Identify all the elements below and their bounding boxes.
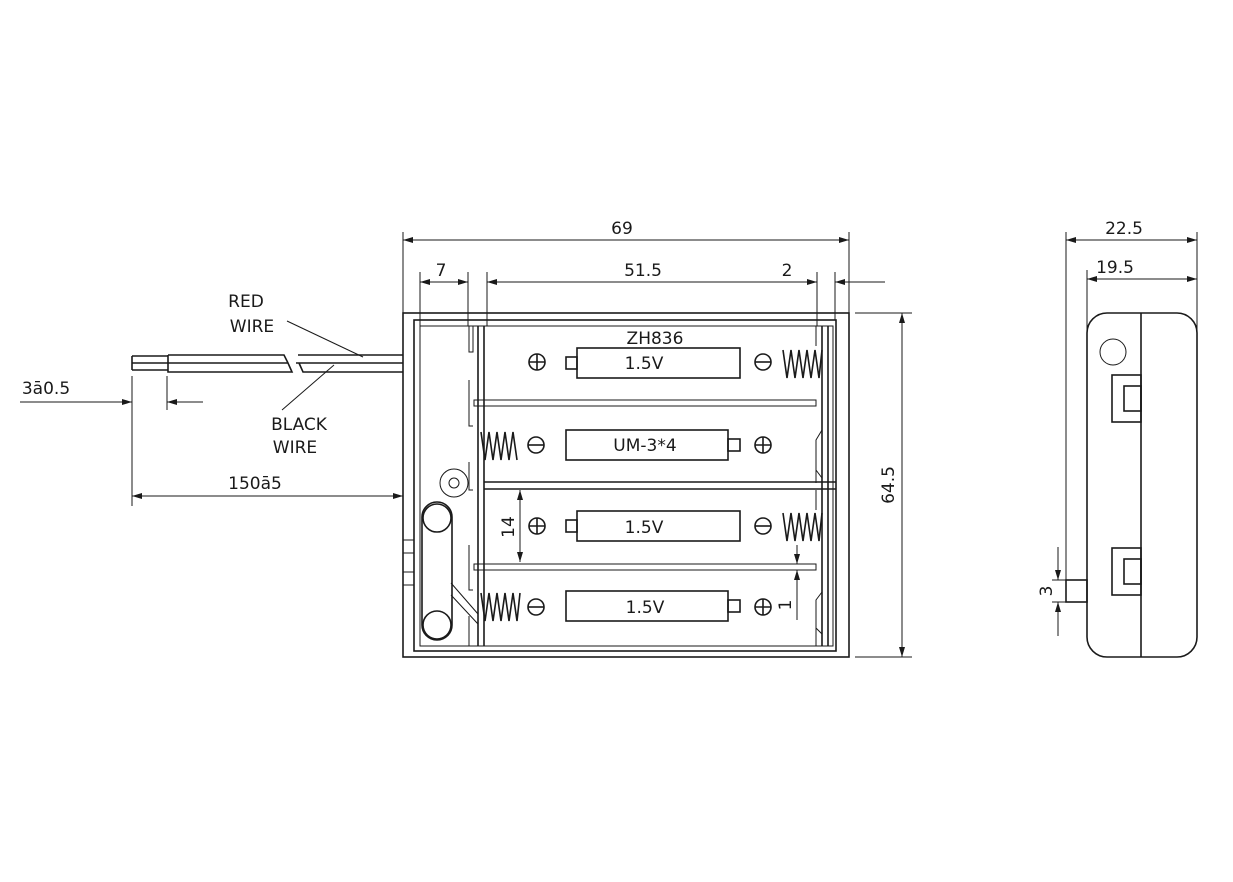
wire-leads: RED WIRE BLACK WIRE	[131, 292, 403, 458]
svg-text:2: 2	[782, 261, 793, 281]
spring-icon	[782, 349, 823, 379]
dim-height: 64.5	[855, 312, 912, 658]
black-wire-label-2: WIRE	[273, 438, 317, 458]
svg-text:150ā5: 150ā5	[228, 474, 282, 494]
model-label: ZH836	[627, 329, 684, 349]
plus-icon	[528, 517, 546, 535]
dim-right-wall: 2	[782, 261, 885, 326]
svg-text:14: 14	[499, 516, 519, 538]
plus-icon	[754, 436, 772, 454]
red-wire-leader	[286, 320, 364, 358]
dim-wire-length: 150ā5	[132, 474, 403, 499]
red-wire-label-2: WIRE	[230, 317, 274, 337]
svg-text:64.5: 64.5	[879, 466, 899, 504]
svg-text:3: 3	[1037, 586, 1057, 597]
svg-text:1: 1	[776, 600, 796, 611]
holder-side-view	[1065, 312, 1198, 658]
battery-cell-2: UM-3*4	[565, 429, 741, 461]
svg-text:22.5: 22.5	[1105, 219, 1143, 239]
svg-text:1.5V: 1.5V	[625, 354, 664, 374]
red-wire-label: RED	[228, 292, 264, 312]
dim-tab: 3	[1037, 547, 1066, 636]
spring-icon	[480, 592, 521, 622]
spring-icon	[480, 431, 518, 461]
minus-icon	[754, 353, 772, 371]
svg-text:19.5: 19.5	[1096, 258, 1134, 278]
screw-hole	[439, 468, 469, 498]
dim-divider-gap: 1	[776, 545, 800, 620]
minus-icon	[754, 517, 772, 535]
black-wire-leader	[281, 364, 335, 411]
svg-text:UM-3*4: UM-3*4	[613, 436, 676, 456]
spring-icon	[782, 512, 823, 542]
dim-strip-length: 3ā0.5	[20, 376, 203, 506]
slide-switch	[421, 501, 479, 641]
wire-exit-tab	[1065, 579, 1088, 603]
battery-cell-1: 1.5V	[565, 347, 741, 379]
minus-icon	[527, 598, 545, 616]
plus-icon	[754, 598, 772, 616]
svg-text:1.5V: 1.5V	[625, 518, 664, 538]
minus-icon	[527, 436, 545, 454]
svg-text:7: 7	[436, 261, 447, 281]
dim-end-wall: 7	[419, 261, 488, 326]
dim-overall-length: 69	[402, 219, 850, 313]
svg-text:1.5V: 1.5V	[626, 598, 665, 618]
battery-cell-4: 1.5V	[565, 590, 741, 622]
battery-cell-3: 1.5V	[565, 510, 741, 542]
holder-front-view: ZH836 1.5V UM-3*4 1.5V	[402, 312, 850, 658]
plus-icon	[528, 353, 546, 371]
dim-cell-pitch: 14	[499, 490, 523, 562]
dim-battery-length: 51.5	[487, 261, 817, 285]
dim-depth-body: 19.5	[1086, 258, 1197, 330]
svg-text:69: 69	[611, 219, 633, 239]
black-wire-label: BLACK	[271, 415, 328, 435]
dim-depth-overall: 22.5	[1065, 219, 1198, 580]
svg-text:51.5: 51.5	[624, 261, 662, 281]
svg-text:3ā0.5: 3ā0.5	[22, 379, 70, 399]
